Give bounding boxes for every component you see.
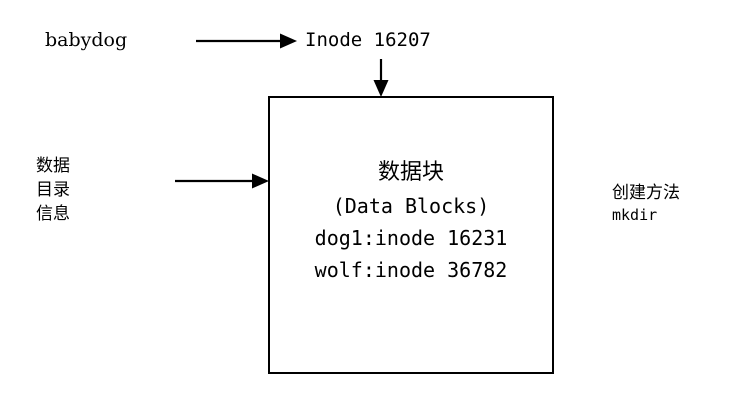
- data-block-entry-1: dog1:inode 16231: [314, 226, 508, 250]
- inode-number-label: Inode 16207: [305, 29, 431, 51]
- data-block-entry-2: wolf:inode 36782: [314, 258, 508, 282]
- left-annotation-line-1: 数据: [36, 156, 70, 176]
- creation-command-label: mkdir: [612, 206, 658, 224]
- arrow-right-icon-middle: [175, 172, 270, 190]
- source-name-label: babydog: [45, 29, 128, 51]
- data-block-heading-cjk: 数据块: [377, 160, 444, 185]
- arrow-down-icon-inode-to-block: [372, 59, 390, 98]
- creation-method-label: 创建方法: [612, 183, 680, 203]
- data-block-heading-en: (Data Blocks): [332, 194, 490, 218]
- arrow-right-icon: [175, 173, 269, 189]
- arrow-right-icon: [196, 33, 297, 49]
- left-annotation-line-2: 目录: [36, 180, 70, 200]
- left-annotation-group: 数据 目录 信息: [36, 154, 70, 226]
- data-block-content: 数据块 (Data Blocks) dog1:inode 16231 wolf:…: [270, 156, 552, 286]
- data-block-box: 数据块 (Data Blocks) dog1:inode 16231 wolf:…: [268, 96, 554, 374]
- arrow-down-icon: [373, 59, 389, 97]
- arrow-right-icon-top: [196, 32, 298, 50]
- left-annotation-line-3: 信息: [36, 204, 70, 224]
- right-annotation-group: 创建方法 mkdir: [612, 182, 680, 226]
